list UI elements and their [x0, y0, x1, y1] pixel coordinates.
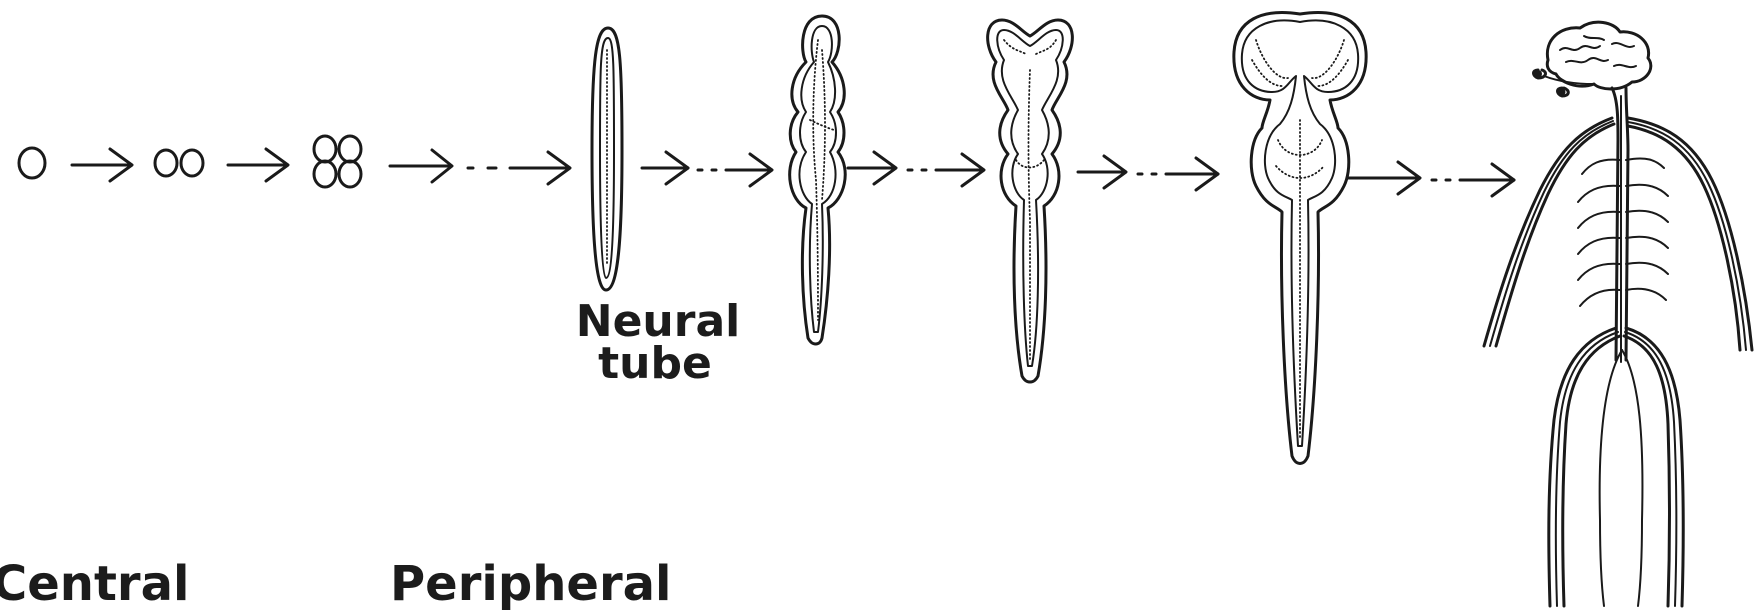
arrow-6: [1078, 156, 1218, 190]
arrow-4: [642, 152, 772, 186]
peripheral-label: Peripheral: [390, 556, 671, 612]
four-cells: [314, 136, 361, 187]
brain-icon: [1547, 22, 1651, 89]
arrow-3: [390, 150, 570, 184]
early-brain-vesicles: [790, 16, 846, 344]
two-cells: [155, 150, 203, 176]
arrow-1: [72, 149, 132, 181]
brain-vesicles-stage: [988, 20, 1073, 382]
neural-tube: [592, 28, 622, 290]
cerebral-hemispheres-stage: [1234, 13, 1366, 464]
nervous-system-figure: [1484, 22, 1752, 606]
neural-tube-label-line2: tube: [598, 338, 712, 389]
central-label: Central: [0, 556, 189, 612]
arrow-2: [228, 149, 288, 181]
arrow-5: [848, 152, 984, 186]
single-cell: [19, 148, 45, 178]
arrow-7: [1348, 162, 1514, 196]
